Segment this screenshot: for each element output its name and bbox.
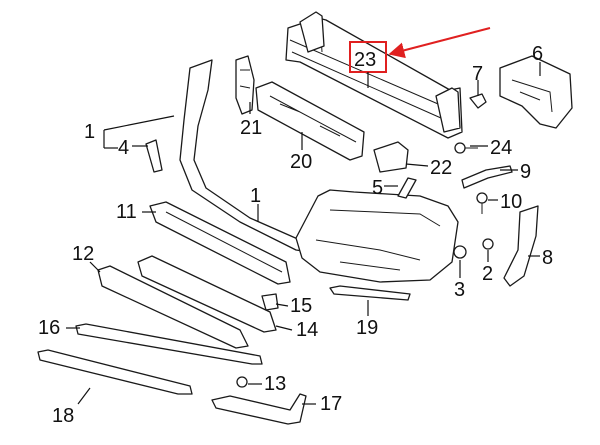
part-23-reinforcement-bar	[285, 11, 463, 139]
part-15-clip	[261, 293, 279, 311]
leader-15	[275, 303, 289, 307]
callout-13: 13	[264, 373, 286, 395]
callout-15: 15	[290, 295, 312, 317]
part-4-trim	[145, 139, 163, 173]
callout-4: 4	[118, 137, 129, 159]
part-13-bolt	[236, 376, 248, 388]
leader-18	[77, 387, 91, 405]
part-19-strip	[329, 285, 411, 301]
callout-1-main: 1	[250, 185, 261, 207]
callout-10: 10	[500, 191, 522, 213]
part-24-bolt	[454, 142, 478, 154]
part-14-skid-plate	[137, 255, 277, 333]
part-9-strip	[461, 165, 513, 189]
callout-3: 3	[454, 279, 465, 301]
leader-12	[89, 261, 101, 273]
callout-19: 19	[356, 317, 378, 339]
part-12-grille	[97, 265, 249, 349]
part-1-bumper-cover	[179, 59, 459, 283]
part-21-bracket	[235, 55, 255, 115]
callout-7: 7	[472, 63, 483, 85]
leader-1a	[103, 115, 175, 131]
callout-2: 2	[482, 263, 493, 285]
callout-12: 12	[72, 243, 94, 265]
callout-9: 9	[520, 161, 531, 183]
part-7-clip	[469, 93, 487, 109]
part-17-spoiler	[211, 393, 307, 425]
callout-5: 5	[372, 177, 383, 199]
callout-6: 6	[532, 43, 543, 65]
part-16-trim	[75, 323, 263, 365]
callout-17: 17	[320, 393, 342, 415]
part-8-side-guide	[503, 205, 539, 287]
part-22-cover	[373, 141, 409, 173]
callout-8: 8	[542, 247, 553, 269]
callout-14: 14	[296, 319, 318, 341]
leader-22	[405, 163, 429, 167]
callout-23: 23	[354, 49, 376, 71]
callout-labels: 1 4 1 21 20 22 5 23 7 6 24 9 10 8 2 3 11…	[38, 43, 553, 427]
callout-21: 21	[240, 117, 262, 139]
part-2-fastener	[482, 238, 494, 250]
callout-16: 16	[38, 317, 60, 339]
part-11-grille	[149, 201, 291, 285]
callout-24: 24	[490, 137, 512, 159]
highlight-arrow	[388, 27, 491, 59]
callout-22: 22	[430, 157, 452, 179]
part-6-side-bracket	[499, 55, 573, 129]
callout-18: 18	[52, 405, 74, 427]
part-18-strip	[37, 349, 193, 395]
part-3-fastener	[453, 245, 467, 259]
part-10-screw	[476, 192, 488, 214]
callout-20: 20	[290, 151, 312, 173]
leader-lines	[66, 62, 541, 405]
leader-14	[275, 325, 293, 331]
part-20-energy-absorber	[255, 81, 365, 161]
callout-1-left: 1	[84, 121, 95, 143]
part-5-trim	[397, 177, 417, 199]
callout-11: 11	[116, 201, 137, 223]
